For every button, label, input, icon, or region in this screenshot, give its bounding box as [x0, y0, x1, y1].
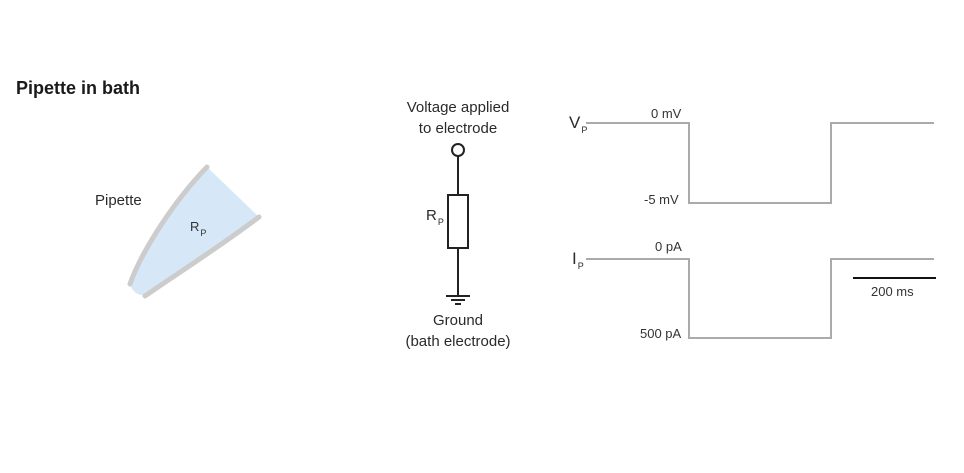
pipette-wall-upper: [127, 164, 210, 287]
pipette-solution: [130, 167, 259, 296]
ground-label: Ground (bath electrode): [388, 310, 528, 352]
scale-bar-label: 200 ms: [871, 284, 914, 299]
ground-label-line1: Ground: [432, 312, 484, 329]
current-low-label: 500 pA: [640, 326, 682, 341]
voltage-trace-line: [586, 122, 934, 204]
pipette-wall-lower: [142, 214, 262, 299]
resistor-label: RP: [426, 207, 444, 227]
voltage-trace-symbol: VP: [569, 113, 588, 135]
electrode-label-line2: to electrode: [418, 120, 498, 137]
pipette-drawing: [127, 164, 262, 299]
resistor: [447, 194, 469, 249]
ground-label-line2: (bath electrode): [405, 333, 511, 350]
current-high-label: 0 pA: [655, 239, 682, 254]
current-trace-symbol: IP: [572, 249, 584, 271]
voltage-low-label: -5 mV: [644, 192, 679, 207]
electrode-voltage-label: Voltage applied to electrode: [388, 97, 528, 139]
pipette-label: Pipette: [95, 192, 142, 209]
traces: [586, 122, 934, 339]
circuit-schematic: [446, 143, 470, 305]
voltage-high-label: 0 mV: [651, 106, 682, 121]
page-title: Pipette in bath: [16, 78, 141, 98]
electrode-terminal: [451, 143, 465, 157]
electrode-label-line1: Voltage applied: [406, 99, 510, 116]
current-trace-line: [586, 258, 934, 339]
pipette-resistance-label: RP: [190, 219, 207, 238]
